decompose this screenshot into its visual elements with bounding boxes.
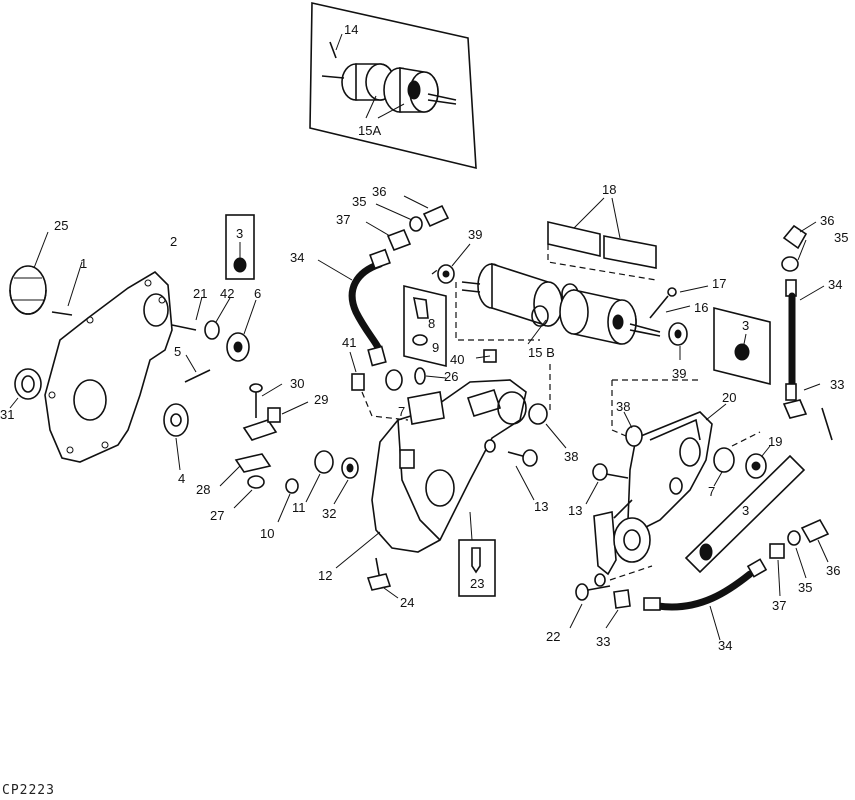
label-13a: 13: [534, 499, 548, 514]
label-4: 4: [178, 471, 185, 486]
label-42: 42: [220, 286, 234, 301]
inset-panel-8-9: [403, 284, 447, 368]
label-7b: 7: [708, 484, 715, 499]
label-25: 25: [54, 218, 68, 233]
label-15a: 15A: [358, 123, 381, 138]
label-37a: 37: [336, 212, 350, 227]
label-41: 41: [342, 335, 356, 350]
label-39b: 39: [672, 366, 686, 381]
label-34b: 34: [828, 277, 842, 292]
bolt-13-right: [585, 463, 629, 505]
right-gear-case: [593, 379, 727, 576]
fitting-parts-center: [349, 349, 497, 425]
fitting-parts-right: [684, 431, 806, 574]
label-3a: 3: [236, 226, 243, 241]
hose-34-upper: [317, 195, 450, 367]
label-35a: 35: [352, 194, 366, 209]
label-15b: 15 B: [528, 345, 555, 360]
label-29: 29: [314, 392, 328, 407]
label-9: 9: [432, 340, 439, 355]
label-40: 40: [450, 352, 464, 367]
label-2: 2: [170, 234, 177, 249]
label-18: 18: [602, 182, 616, 197]
label-20: 20: [722, 390, 736, 405]
bolt-1: [51, 261, 83, 316]
label-13b: 13: [568, 503, 582, 518]
label-3b: 3: [742, 318, 749, 333]
hose-34-right: [781, 221, 825, 419]
label-11: 11: [292, 500, 306, 515]
figure-code: CP2223: [2, 783, 55, 798]
label-38a: 38: [564, 449, 578, 464]
label-30: 30: [290, 376, 304, 391]
gear-case-cover: [44, 270, 173, 463]
label-12: 12: [318, 568, 332, 583]
inset-panel-15a: [309, 2, 477, 170]
label-35c: 35: [798, 580, 812, 595]
label-1: 1: [80, 256, 87, 271]
label-37b: 37: [772, 598, 786, 613]
label-6: 6: [254, 286, 261, 301]
bolt-24: [366, 557, 399, 599]
label-33b: 33: [596, 634, 610, 649]
label-33a: 33: [830, 377, 844, 392]
label-24: 24: [400, 595, 414, 610]
motor-assembly-15b: [461, 197, 709, 345]
label-26: 26: [444, 369, 458, 384]
bushing-38-center: [528, 403, 567, 449]
washer-39-upper: [437, 243, 471, 284]
inset-panel-3-left: [225, 214, 255, 280]
label-34c: 34: [718, 638, 732, 653]
bracket-parts: [219, 383, 359, 523]
label-10: 10: [260, 526, 274, 541]
label-39a: 39: [468, 227, 482, 242]
label-14: 14: [344, 22, 358, 37]
callout-labels: 14 15A 25 1 2 3 21 42 6 5 31 4 30 29 28 …: [0, 22, 848, 798]
label-36b: 36: [820, 213, 834, 228]
label-3c: 3: [742, 503, 749, 518]
label-36c: 36: [826, 563, 840, 578]
label-31: 31: [0, 407, 14, 422]
label-8: 8: [428, 316, 435, 331]
label-7a: 7: [398, 404, 405, 419]
label-35b: 35: [834, 230, 848, 245]
label-5: 5: [174, 344, 181, 359]
label-17: 17: [712, 276, 726, 291]
label-27: 27: [210, 508, 224, 523]
label-21: 21: [193, 286, 207, 301]
label-28: 28: [196, 482, 210, 497]
washer-39-lower: [668, 322, 688, 360]
dashed-groupings-center: [361, 267, 551, 421]
hose-34-lower: [569, 407, 833, 641]
label-19: 19: [768, 434, 782, 449]
center-gear-case: [335, 379, 527, 569]
label-34a: 34: [290, 250, 304, 265]
bolt-13-center: [484, 439, 538, 501]
inset-panel-23: [458, 511, 496, 597]
sprocket-parts: [163, 296, 257, 471]
inset-panel-3-right: [713, 306, 771, 386]
label-23: 23: [470, 576, 484, 591]
label-32: 32: [322, 506, 336, 521]
coupling-25: [9, 231, 49, 315]
label-38b: 38: [616, 399, 630, 414]
bushing-31: [9, 368, 42, 409]
label-16: 16: [694, 300, 708, 315]
label-36a: 36: [372, 184, 386, 199]
label-22: 22: [546, 629, 560, 644]
